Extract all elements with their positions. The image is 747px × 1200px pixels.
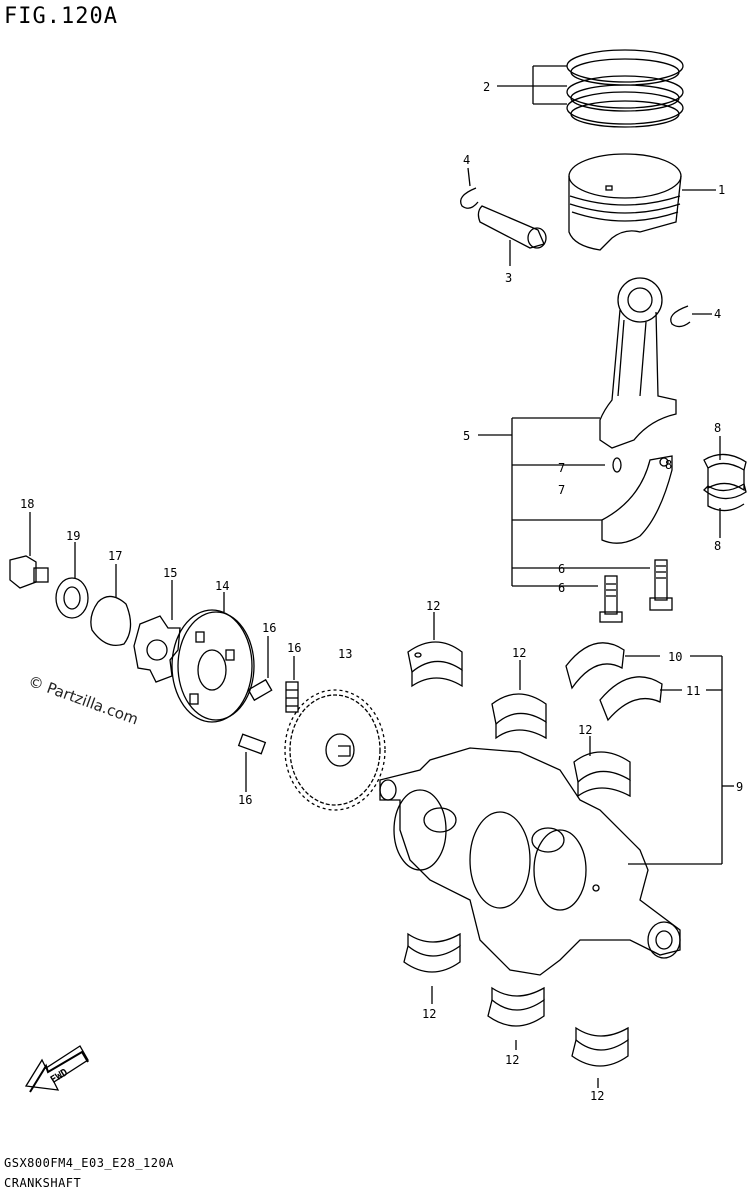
leader-line [467, 167, 471, 187]
callout-16a: 16 [262, 621, 276, 635]
callout-17: 17 [108, 549, 122, 563]
crank-bearing[interactable] [573, 751, 631, 798]
callout-12e: 12 [505, 1053, 519, 1067]
conrod-bolt[interactable] [599, 575, 623, 623]
piston-pin[interactable] [477, 205, 547, 249]
thrust-bearing[interactable] [599, 676, 663, 722]
conrod-bolt[interactable] [649, 559, 673, 611]
spring[interactable] [237, 733, 267, 755]
crank-bearing[interactable] [491, 693, 547, 740]
crank-bearing[interactable] [571, 1026, 629, 1067]
callout-4a: 4 [463, 153, 470, 167]
crank-bearing[interactable] [403, 932, 461, 973]
spring[interactable] [247, 678, 273, 702]
callout-7a: 7 [558, 461, 565, 475]
figure-code: GSX800FM4_E03_E28_120A [4, 1156, 174, 1170]
crank-bolt[interactable] [9, 555, 49, 589]
conrod-bearing[interactable] [703, 453, 747, 512]
callout-6a: 6 [558, 562, 565, 576]
piston-rings[interactable] [566, 49, 684, 128]
crank-bearing[interactable] [487, 986, 545, 1027]
callout-16b: 16 [287, 641, 301, 655]
callout-5: 5 [463, 429, 470, 443]
callout-3: 3 [505, 271, 512, 285]
piston-pin-clip[interactable] [670, 305, 691, 328]
callout-12d: 12 [422, 1007, 436, 1021]
thrust-bearing[interactable] [565, 642, 625, 690]
piston[interactable] [568, 153, 682, 251]
primary-drive-gear[interactable] [284, 689, 386, 811]
callout-10: 10 [668, 650, 682, 664]
callout-8b: 8 [714, 539, 721, 553]
callout-9: 9 [736, 780, 743, 794]
callout-14: 14 [215, 579, 229, 593]
callout-6b: 6 [558, 581, 565, 595]
callout-4b: 4 [714, 307, 721, 321]
callout-18: 18 [20, 497, 34, 511]
callout-11: 11 [686, 684, 700, 698]
forward-arrow-icon [24, 1045, 89, 1093]
crank-bearing[interactable] [407, 641, 463, 688]
figure-name: CRANKSHAFT [4, 1176, 82, 1190]
callout-12b: 12 [512, 646, 526, 660]
circlip[interactable] [90, 595, 132, 647]
callout-12c: 12 [578, 723, 592, 737]
callout-2: 2 [483, 80, 490, 94]
lock-plate-hole [146, 639, 168, 661]
callout-12f: 12 [590, 1089, 604, 1103]
connecting-rod[interactable] [599, 277, 677, 449]
callout-8c: 8 [665, 458, 672, 472]
callout-8a: 8 [714, 421, 721, 435]
spring[interactable] [285, 681, 299, 713]
crankshaft[interactable] [379, 747, 681, 976]
callout-7b: 7 [558, 483, 565, 497]
sensor-rotor[interactable] [171, 609, 255, 723]
thrust-washer[interactable] [55, 577, 89, 619]
callout-15: 15 [163, 566, 177, 580]
lock-plate[interactable] [133, 615, 181, 683]
callout-12a: 12 [426, 599, 440, 613]
callout-19: 19 [66, 529, 80, 543]
callout-1: 1 [718, 183, 725, 197]
figure-title: FIG.120A [4, 4, 118, 29]
callout-13: 13 [338, 647, 352, 661]
callout-16c: 16 [238, 793, 252, 807]
connecting-rod-cap[interactable] [601, 455, 673, 544]
piston-pin-clip[interactable] [459, 187, 479, 209]
